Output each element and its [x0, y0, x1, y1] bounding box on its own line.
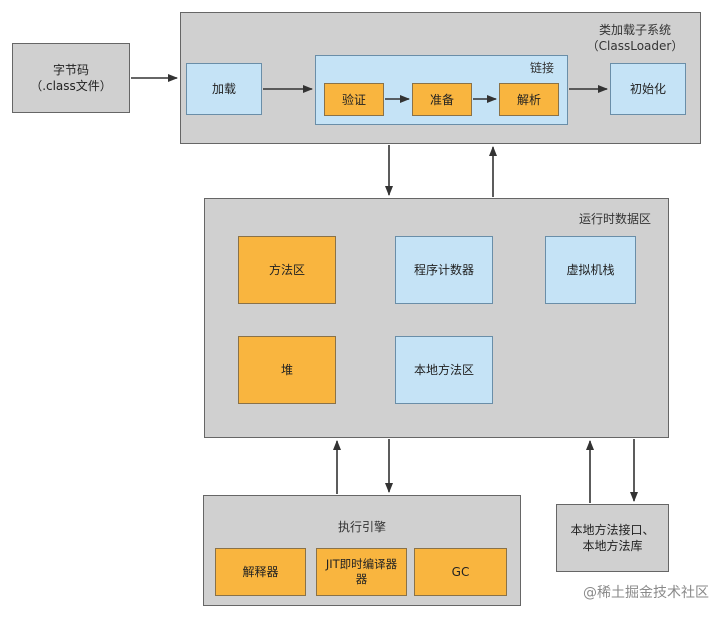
watermark: @稀土掘金技术社区 [583, 585, 709, 601]
method-area-box: 方法区 [238, 236, 336, 304]
interpreter-label: 解释器 [242, 565, 279, 579]
runtime-data-area-title: 运行时数据区 [578, 212, 651, 226]
linking-title: 链接 [529, 61, 554, 75]
native-interface-box: 本地方法接口、 本地方法库 [556, 504, 669, 572]
native-interface-label: 本地方法接口、 本地方法库 [570, 523, 655, 553]
init-box: 初始化 [610, 63, 686, 115]
native-method-area-box: 本地方法区 [395, 336, 493, 404]
pc-register-box: 程序计数器 [395, 236, 493, 304]
interpreter-box: 解释器 [215, 548, 306, 596]
class-loader-title: 类加载子系统 （ClassLoader） [586, 23, 684, 53]
gc-label: GC [451, 565, 470, 579]
pc-register-label: 程序计数器 [413, 263, 474, 277]
load-box: 加载 [186, 63, 262, 115]
resolve-box: 解析 [499, 83, 559, 116]
method-area-label: 方法区 [268, 263, 305, 277]
verify-label: 验证 [341, 92, 366, 107]
verify-box: 验证 [324, 83, 384, 116]
vm-stack-label: 虚拟机栈 [566, 263, 615, 277]
jit-compiler-label: JIT即时编译器 器 [325, 557, 398, 586]
load-label: 加载 [211, 82, 236, 96]
resolve-label: 解析 [516, 92, 541, 107]
gc-box: GC [414, 548, 507, 596]
bytecode-label: 字节码 （.class文件） [30, 63, 112, 93]
execution-engine-title: 执行引擎 [337, 520, 386, 534]
init-label: 初始化 [629, 82, 666, 96]
native-method-area-label: 本地方法区 [413, 363, 474, 377]
vm-stack-box: 虚拟机栈 [545, 236, 636, 304]
prepare-label: 准备 [429, 92, 454, 107]
jit-compiler-box: JIT即时编译器 器 [316, 548, 407, 596]
heap-label: 堆 [280, 363, 293, 377]
prepare-box: 准备 [412, 83, 472, 116]
bytecode-box: 字节码 （.class文件） [12, 43, 130, 113]
heap-box: 堆 [238, 336, 336, 404]
